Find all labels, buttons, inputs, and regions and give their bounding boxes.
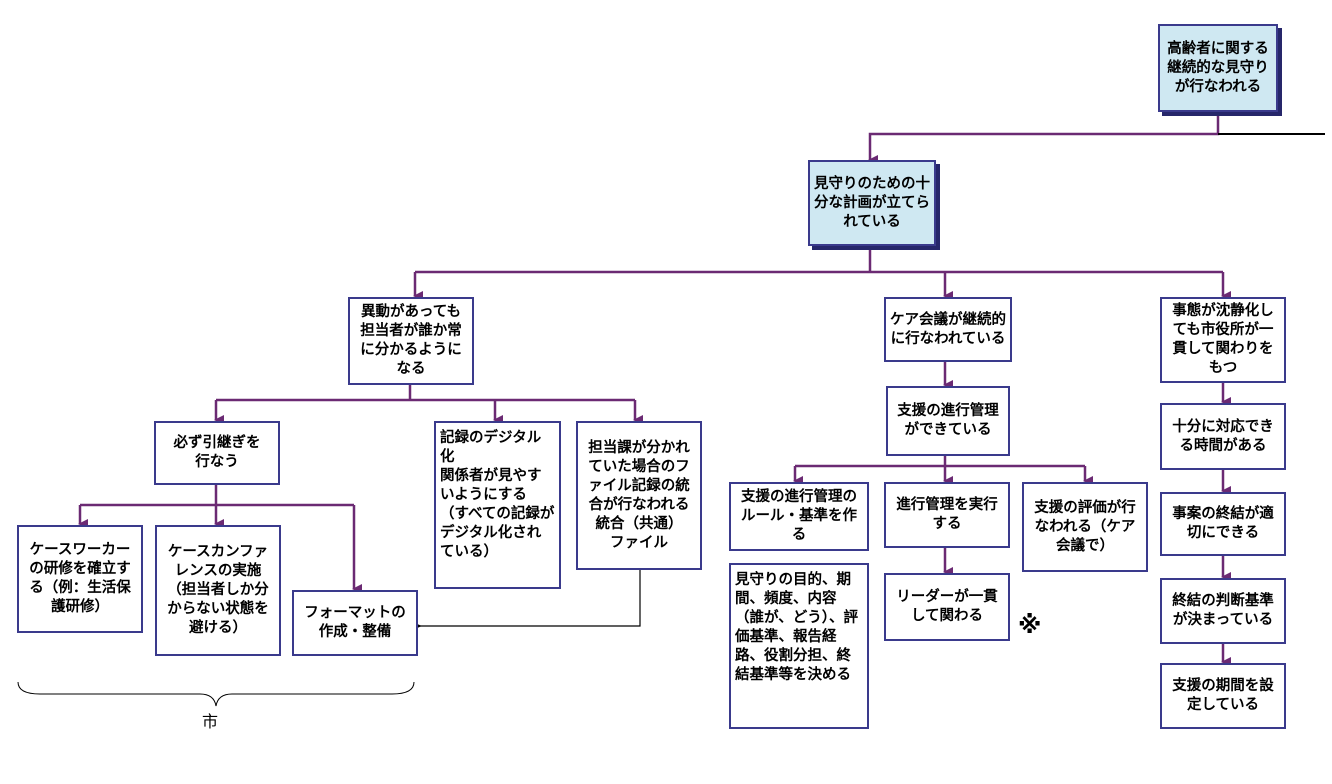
- node-watch-details: 見守りの目的、期間、頻度、内容（誰が、どう）、評価基準、報告経路、役割分担、終結…: [729, 563, 869, 729]
- node-city-office: 事態が沈静化しても市役所が一貫して関わりをもつ: [1160, 297, 1286, 383]
- edge-handover-children: [216, 385, 635, 402]
- node-case-worker: ケースワーカーの研修を確立する（例：生活保護研修）: [17, 525, 143, 633]
- node-format: フォーマットの作成・整備: [292, 590, 418, 656]
- city-brace: [17, 681, 415, 707]
- node-case-end: 事案の終結が適切にできる: [1160, 492, 1286, 556]
- node-must-inherit: 必ず引継ぎを 行なう: [154, 421, 280, 485]
- node-execute: 進行管理を実行する: [884, 482, 1010, 548]
- node-goal: 高齢者に関する継続的な見守りが行なわれる: [1158, 24, 1278, 112]
- node-progress: 支援の進行管理ができている: [886, 386, 1010, 456]
- node-leader: リーダーが一貫して関わる: [884, 573, 1010, 641]
- node-rules: 支援の進行管理のルール・基準を作る: [729, 482, 869, 551]
- node-enough-time: 十分に対応できる時間がある: [1160, 403, 1286, 470]
- node-file-merge: 担当課が分かれていた場合のファイル記録の統合が行なわれる 統合（共通） ファイル: [576, 421, 702, 570]
- brace-label: 市: [202, 712, 219, 731]
- node-criteria: 終結の判断基準が決まっている: [1160, 578, 1286, 644]
- node-digital: 記録のデジタル化 関係者が見やすいようにする（すべての記録がデジタル化されている…: [434, 421, 561, 589]
- edge-goal-plan: [868, 112, 1220, 165]
- edge-plan-children: [415, 246, 1223, 274]
- node-handover: 異動があっても担当者が誰か常に分かるようになる: [348, 297, 474, 385]
- node-case-conf: ケースカンファレンスの実施（担当者しか分からない状態を避ける）: [155, 525, 281, 656]
- node-plan: 見守りのための十分な計画が立てられている: [808, 160, 936, 246]
- edge-progress-children: [795, 456, 1085, 468]
- node-evaluation: 支援の評価が行なわれる（ケア会議で）: [1022, 482, 1148, 572]
- edge-inherit-children: [80, 485, 354, 507]
- node-care-meeting: ケア会議が継続的に行なわれている: [884, 297, 1012, 362]
- note-mark: ※: [1018, 611, 1042, 639]
- node-period: 支援の期間を設定している: [1160, 663, 1286, 729]
- edge-file-to-format: [410, 570, 641, 631]
